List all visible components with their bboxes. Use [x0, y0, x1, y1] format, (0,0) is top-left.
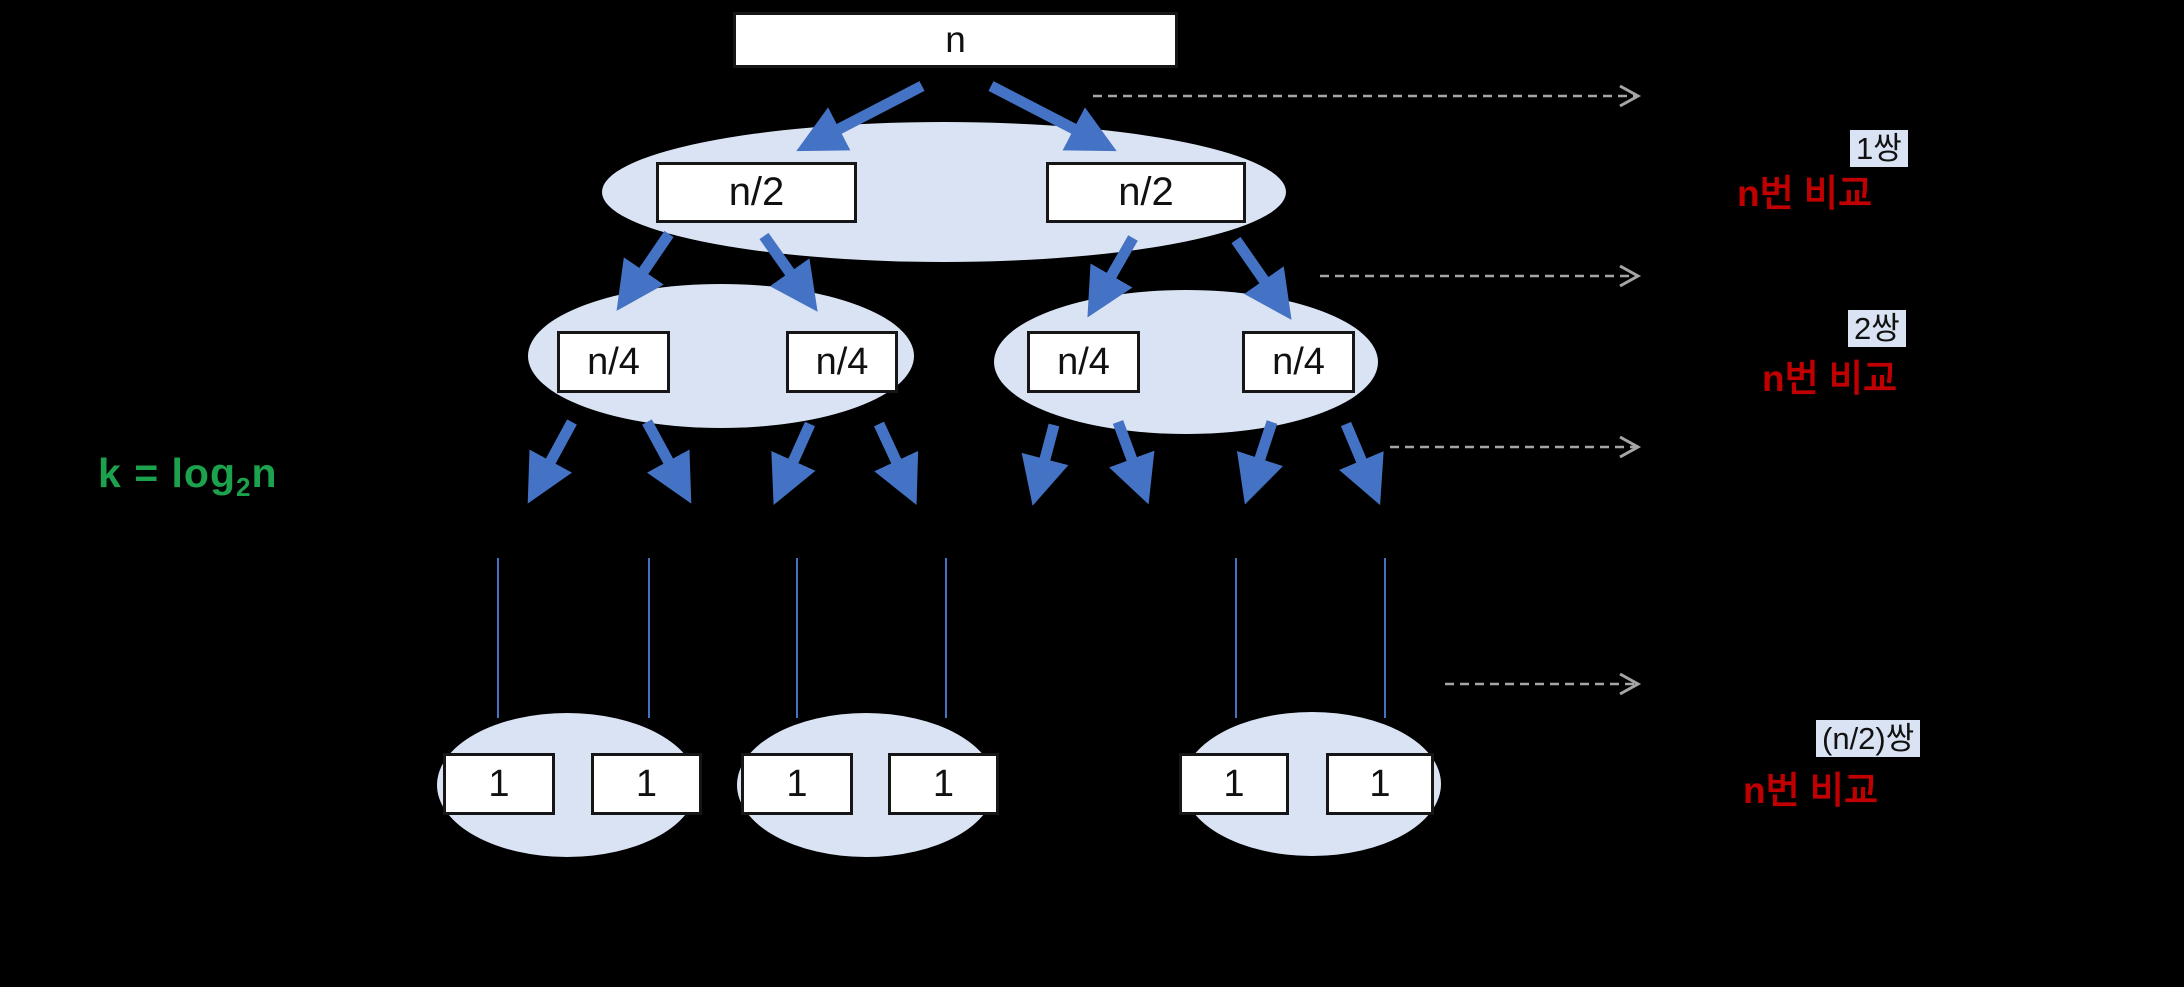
leaf-label-3: 1: [786, 762, 808, 805]
leaf-box-4: 1: [888, 753, 999, 815]
leaf-box-5: 1: [1179, 753, 1289, 815]
node-label-n4-3: n/4: [1057, 340, 1110, 383]
pair-count-label-1: 1쌍: [1850, 130, 1908, 167]
node-label-n2-left: n/2: [728, 170, 785, 214]
comparison-count-label-2: n번 비교: [1762, 358, 1898, 399]
leaf-label-2: 1: [635, 762, 658, 805]
split-arrow-l2b-left: [771, 421, 816, 506]
formula-prefix: k = log: [98, 450, 237, 496]
node-box-n2-right: n/2: [1046, 162, 1246, 223]
pair-count-label-2: 2쌍: [1848, 310, 1906, 347]
group-ellipse-leaf-right: [1183, 712, 1441, 856]
node-box-n4-4: n/4: [1242, 331, 1355, 393]
split-arrow-l1b-right: [1231, 236, 1292, 320]
node-label-n4-2: n/4: [815, 340, 869, 383]
node-box-n2-left: n/2: [656, 162, 857, 223]
split-arrow-root-left: [796, 81, 925, 152]
leaf-box-3: 1: [741, 753, 853, 815]
split-arrow-l1b-left: [1087, 235, 1138, 318]
split-arrow-l1a-left: [616, 230, 674, 311]
group-ellipse-leaf-middle: [737, 713, 995, 857]
leaf-label-6: 1: [1369, 762, 1391, 805]
split-arrow-l1a-right: [759, 232, 818, 312]
node-label-n4-1: n/4: [587, 340, 640, 383]
formula-suffix: n: [251, 450, 278, 496]
leaf-label-1: 1: [488, 762, 510, 805]
node-label-n4-4: n/4: [1272, 340, 1325, 383]
node-label-n2-right: n/2: [1118, 170, 1174, 214]
split-arrow-l2d-right: [1339, 421, 1384, 506]
formula-subscript: 2: [236, 472, 252, 503]
tree-root-label: n: [945, 19, 966, 60]
formula-log2n: k = log2n: [98, 450, 278, 503]
split-arrow-l2a-left: [527, 419, 577, 504]
leaf-box-2: 1: [591, 753, 702, 815]
split-arrow-l2b-right: [874, 421, 919, 505]
group-ellipse-leaf-left: [437, 713, 697, 857]
leaf-box-6: 1: [1326, 753, 1434, 815]
node-box-n4-2: n/4: [786, 331, 898, 393]
split-arrow-l2c-left: [1021, 423, 1069, 506]
group-ellipse-level1: [602, 122, 1286, 262]
split-arrow-l2d-left: [1236, 420, 1283, 505]
pair-count-label-3: (n/2)쌍: [1816, 720, 1921, 757]
leaf-box-1: 1: [443, 753, 555, 815]
leaf-label-5: 1: [1223, 762, 1245, 805]
node-box-n4-3: n/4: [1027, 331, 1140, 393]
split-arrow-l2a-right: [642, 419, 692, 504]
group-ellipse-level2-right: [994, 290, 1378, 434]
comparison-count-label-3: n번 비교: [1743, 770, 1879, 811]
comparison-count-label-1: n번 비교: [1737, 173, 1873, 214]
leaf-label-4: 1: [932, 762, 955, 805]
tree-root-box: n: [733, 12, 1178, 68]
split-arrow-root-right: [988, 81, 1117, 152]
split-arrow-l2c-right: [1109, 420, 1155, 505]
node-box-n4-1: n/4: [557, 331, 670, 393]
